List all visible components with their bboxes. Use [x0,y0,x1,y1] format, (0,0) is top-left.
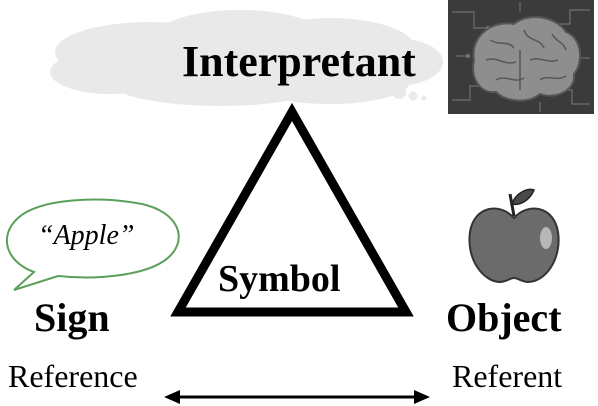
sign-label: Sign [34,295,110,340]
interpretant-label: Interpretant [182,37,416,86]
symbol-label: Symbol [218,258,341,300]
reference-label: Reference [8,358,138,394]
referent-label: Referent [452,358,563,394]
object-label: Object [446,295,562,340]
speech-bubble-text: “Apple” [38,220,135,251]
